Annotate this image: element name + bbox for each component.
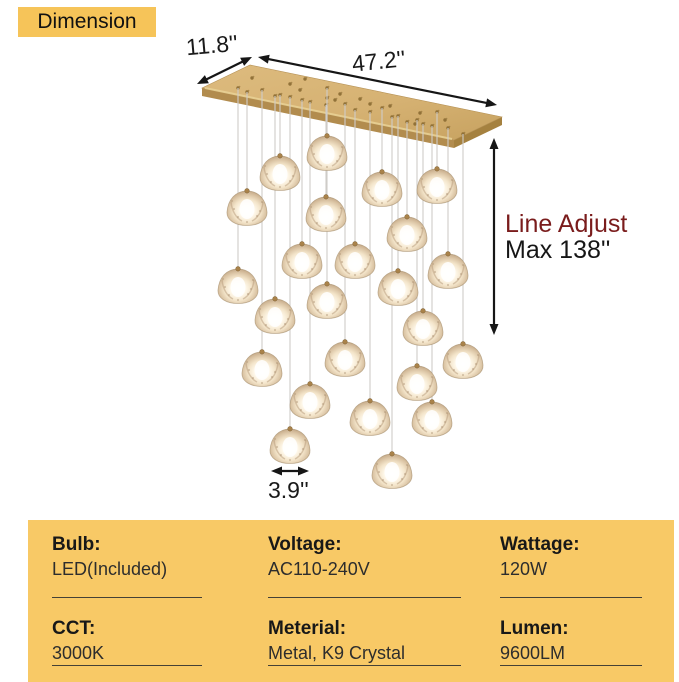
spec-cell-cct: CCT: 3000K: [52, 618, 202, 666]
crystal-globe: [416, 166, 458, 204]
line-adjust-arrow: [489, 138, 499, 335]
crystal-globe: [305, 194, 347, 232]
spec-label: Wattage:: [500, 534, 580, 555]
pendant-size-label: 3.9'': [268, 477, 309, 503]
width-dimension-label: 47.2'': [350, 45, 407, 77]
globe-cap: [404, 214, 410, 220]
spec-label: Lumen:: [500, 618, 569, 639]
crystal-globe: [334, 241, 376, 279]
globe-cap: [395, 268, 401, 274]
crystal-globe: [386, 214, 428, 252]
spec-label: Meterial:: [268, 618, 347, 639]
spec-value: 9600LM: [500, 642, 566, 663]
crystal-globe: [306, 133, 348, 171]
crystal-globe: [289, 381, 331, 419]
crystal-globe: [442, 341, 484, 379]
globe-cap: [244, 188, 250, 194]
globe-cap: [324, 133, 330, 139]
spec-cell-voltage: Voltage: AC110-240V: [268, 534, 461, 598]
crystal-globe: [349, 398, 391, 436]
globe-cap: [434, 166, 440, 172]
crystal-globe: [217, 266, 259, 304]
globe-cap: [272, 296, 278, 302]
line-adjust-max-label: Max 138'': [505, 236, 611, 264]
crystal-globe: [411, 399, 453, 437]
globe-cap: [379, 169, 385, 175]
globe-cap: [307, 381, 313, 387]
depth-arrow: [197, 57, 252, 84]
spec-cell-material: Meterial: Metal, K9 Crystal: [268, 618, 461, 666]
spec-label: Bulb:: [52, 534, 101, 555]
globe-cap: [277, 153, 283, 159]
globe-cap: [235, 266, 241, 272]
chandelier-diagram: [197, 54, 503, 489]
globe-cap: [352, 241, 358, 247]
crystal-globe: [324, 339, 366, 377]
globe-cap: [460, 341, 466, 347]
crystal-globe: [361, 169, 403, 207]
crystal-globe: [269, 426, 311, 464]
globe-cap: [367, 398, 373, 404]
dimension-badge-label: Dimension: [37, 10, 137, 33]
globe-cap: [389, 451, 395, 457]
dimension-badge: Dimension: [18, 7, 156, 37]
globe-cap: [324, 281, 330, 287]
spec-label: CCT:: [52, 618, 96, 639]
globe-cap: [287, 426, 293, 432]
spec-cell-lumen: Lumen: 9600LM: [500, 618, 642, 666]
crystal-globe: [254, 296, 296, 334]
plate-edge-highlight: [204, 87, 453, 140]
globe-cap: [342, 339, 348, 345]
globe-cap: [299, 241, 305, 247]
spec-label: Voltage:: [268, 534, 342, 555]
depth-dimension-label: 11.8'': [184, 29, 239, 61]
dimension-arrows: [197, 54, 499, 476]
width-arrow: [258, 54, 497, 108]
pendant-size-arrow: [271, 466, 309, 476]
crystal-globe: [281, 241, 323, 279]
globe-cap: [445, 251, 451, 257]
spec-value: 3000K: [52, 642, 105, 663]
spec-cell-bulb: Bulb: LED(Included): [52, 534, 202, 598]
globe-cap: [414, 363, 420, 369]
spec-cell-wattage: Wattage: 120W: [500, 534, 642, 598]
crystal-globe: [402, 308, 444, 346]
crystal-globe: [377, 268, 419, 306]
spec-value: 120W: [500, 558, 548, 579]
spec-value: Metal, K9 Crystal: [268, 642, 406, 663]
globe-cap: [429, 399, 435, 405]
crystal-globe: [427, 251, 469, 289]
crystal-globe: [259, 153, 301, 191]
spec-value: AC110-240V: [268, 558, 370, 579]
spec-value: LED(Included): [52, 558, 168, 579]
globe-cap: [259, 349, 265, 355]
spec-table: Bulb: LED(Included) Voltage: AC110-240V …: [28, 520, 674, 682]
ceiling-plate: [201, 64, 503, 148]
globe-cap: [420, 308, 426, 314]
crystal-globe: [241, 349, 283, 387]
crystal-globe: [396, 363, 438, 401]
globe-cap: [323, 194, 329, 200]
line-adjust-label: Line Adjust: [505, 210, 628, 238]
crystal-globe: [226, 188, 268, 226]
crystal-globe: [371, 451, 413, 489]
crystal-globe: [306, 281, 348, 319]
